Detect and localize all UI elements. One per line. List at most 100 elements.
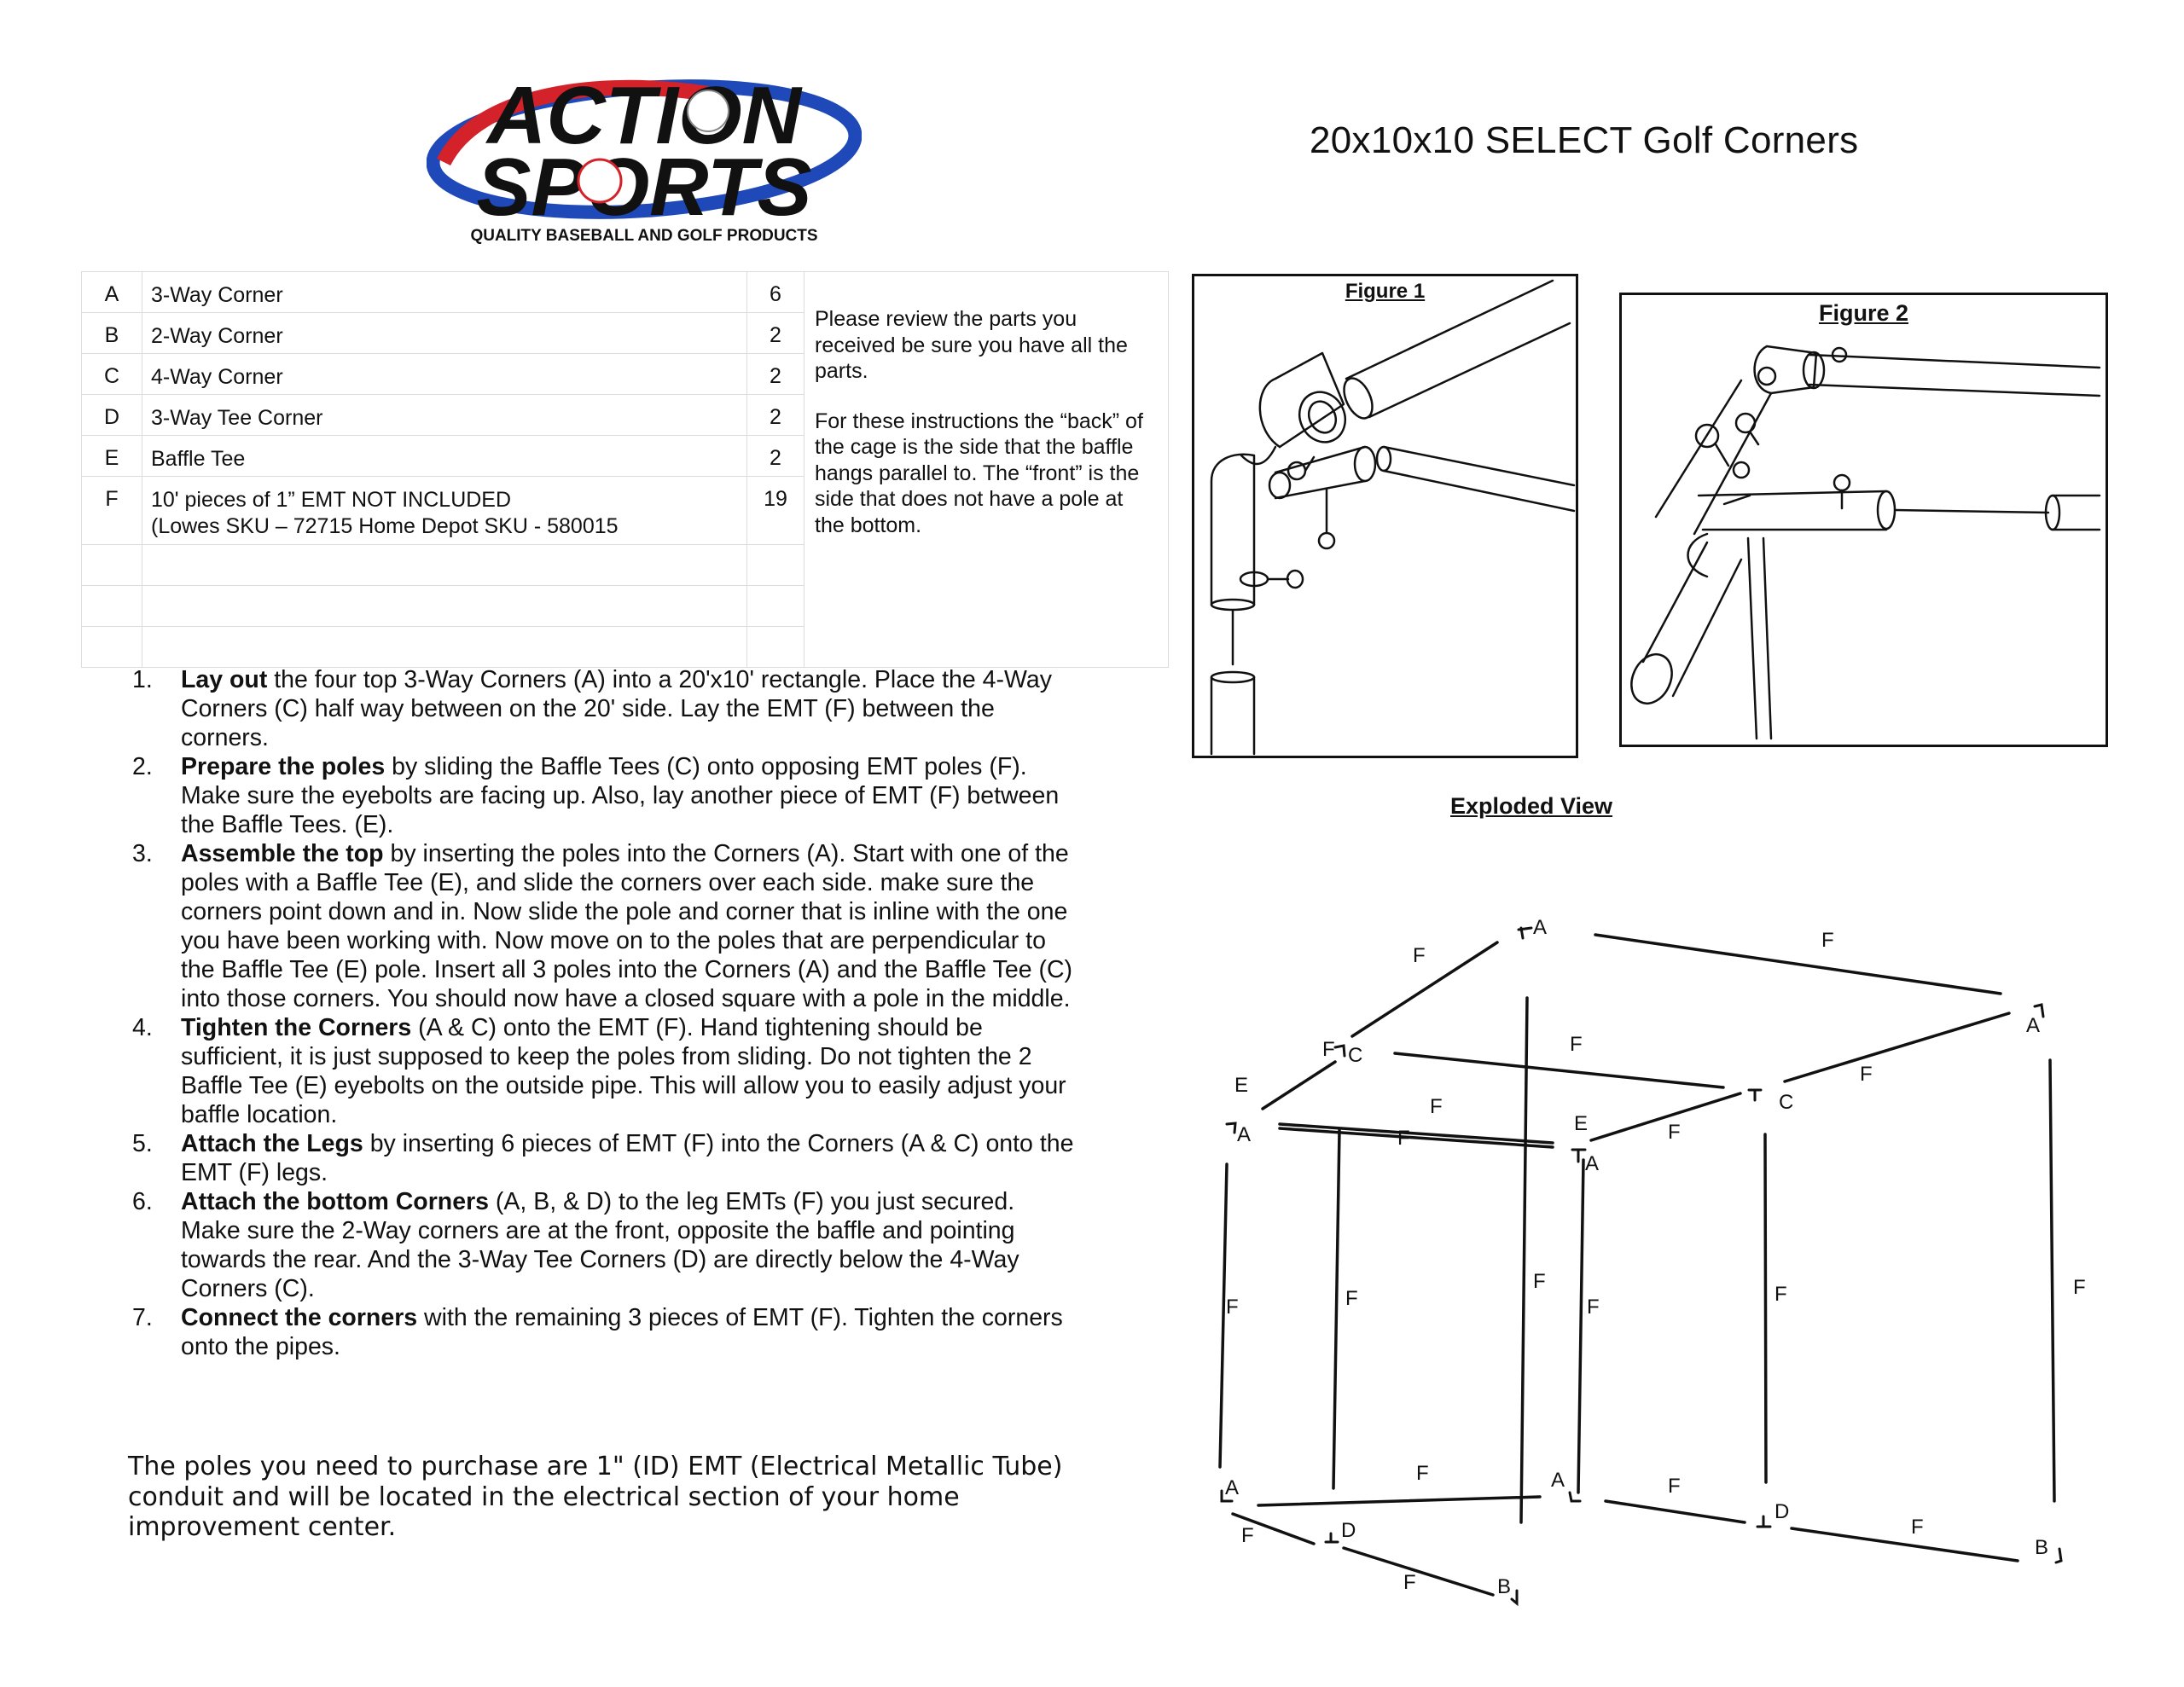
baseball-icon bbox=[577, 158, 623, 204]
figure-1-title: Figure 1 bbox=[1345, 280, 1426, 303]
logo-line1: ACTION bbox=[485, 70, 803, 161]
action-sports-logo: ACTION SPORTS QUALITY BASEBALL AND GOLF … bbox=[426, 68, 863, 247]
step-text: (A, B, & D) to the leg EMTs (F) you just… bbox=[181, 1188, 1019, 1302]
label-a: A bbox=[1237, 1123, 1251, 1146]
label-f: F bbox=[1413, 944, 1426, 967]
step-number: 3. bbox=[132, 840, 153, 867]
step-text: by inserting the poles into the Corners … bbox=[181, 840, 1073, 1012]
figure-2: Figure 2 bbox=[1619, 293, 2108, 747]
step-lead: Prepare the poles bbox=[181, 753, 386, 780]
svg-text:F: F bbox=[1416, 1462, 1429, 1485]
step-number: 7. bbox=[132, 1304, 153, 1331]
parts-row: D 3-Way Tee Corner 2 bbox=[81, 394, 1169, 436]
part-letter: E bbox=[81, 435, 142, 477]
svg-text:F: F bbox=[1860, 1063, 1873, 1086]
svg-text:F: F bbox=[1668, 1475, 1681, 1498]
svg-text:F: F bbox=[1668, 1121, 1681, 1144]
assembly-steps: 1. Lay out the four top 3-Way Corners (A)… bbox=[119, 665, 1075, 1361]
step-text: the four top 3-Way Corners (A) into a 20… bbox=[181, 666, 1052, 751]
step-text: by inserting 6 pieces of EMT (F) into th… bbox=[181, 1130, 1074, 1186]
exploded-view-title: Exploded View bbox=[1450, 793, 1613, 819]
step-number: 4. bbox=[132, 1014, 153, 1041]
step-item: 4. Tighten the Corners (A & C) onto the E… bbox=[119, 1013, 1075, 1129]
step-item: 1. Lay out the four top 3-Way Corners (A)… bbox=[119, 665, 1075, 752]
label-d: D bbox=[1774, 1500, 1789, 1523]
part-name: 2-Way Corner bbox=[142, 312, 747, 354]
parts-row-empty bbox=[81, 544, 1169, 586]
svg-text:F: F bbox=[1430, 1095, 1443, 1118]
label-a: A bbox=[2026, 1014, 2040, 1037]
part-qty: 2 bbox=[746, 312, 804, 354]
pole-f-labels: F F F F F F F F F F F F F F F F F F bbox=[1226, 929, 2086, 1594]
part-letter: A bbox=[81, 271, 142, 313]
part-qty: 2 bbox=[746, 394, 804, 436]
step-number: 1. bbox=[132, 666, 153, 693]
svg-text:F: F bbox=[1911, 1516, 1924, 1539]
label-e: E bbox=[1574, 1112, 1588, 1135]
label-e: E bbox=[1234, 1074, 1248, 1097]
svg-text:F: F bbox=[1397, 1127, 1410, 1150]
step-item: 6. Attach the bottom Corners (A, B, & D) … bbox=[119, 1187, 1075, 1303]
step-text: with the remaining 3 pieces of EMT (F). … bbox=[181, 1304, 1063, 1360]
figure-2-drawing bbox=[1630, 345, 2101, 740]
step-lead: Attach the bottom Corners bbox=[181, 1188, 490, 1215]
document-title: 20x10x10 SELECT Golf Corners bbox=[1310, 119, 1859, 161]
part-name: 3-Way Corner bbox=[142, 271, 747, 313]
emt-purchase-note: The poles you need to purchase are 1" (I… bbox=[128, 1452, 1063, 1542]
emt-poles bbox=[1218, 933, 2056, 1597]
part-name: 10' pieces of 1” EMT NOT INCLUDED (Lowes… bbox=[142, 476, 747, 545]
part-qty: 2 bbox=[746, 353, 804, 395]
label-d: D bbox=[1341, 1519, 1356, 1542]
part-letter: D bbox=[81, 394, 142, 436]
label-a: A bbox=[1551, 1469, 1565, 1492]
part-letter: B bbox=[81, 312, 142, 354]
part-name: Baffle Tee bbox=[142, 435, 747, 477]
part-qty: 19 bbox=[746, 476, 804, 545]
part-name-line2: (Lowes SKU – 72715 Home Depot SKU - 5800… bbox=[151, 514, 619, 538]
step-item: 5.Attach the Legs by inserting 6 pieces … bbox=[119, 1129, 1075, 1187]
svg-text:F: F bbox=[1322, 1038, 1335, 1061]
label-a: A bbox=[1225, 1476, 1239, 1499]
parts-row: F 10' pieces of 1” EMT NOT INCLUDED (Low… bbox=[81, 476, 1169, 545]
svg-text:F: F bbox=[1226, 1296, 1239, 1319]
svg-text:F: F bbox=[1570, 1033, 1583, 1056]
step-lead: Attach the Legs bbox=[181, 1130, 363, 1157]
part-name-line1: 10' pieces of 1” EMT NOT INCLUDED bbox=[151, 488, 512, 512]
svg-text:F: F bbox=[1345, 1287, 1358, 1310]
exploded-labels: A A A A A A B B C C D D E E F bbox=[1225, 916, 2048, 1598]
review-note: Please review the parts you received be … bbox=[815, 307, 1128, 383]
figure-1: Figure 1 bbox=[1192, 274, 1578, 758]
svg-text:F: F bbox=[1241, 1524, 1254, 1547]
svg-text:F: F bbox=[1774, 1283, 1787, 1306]
part-qty: 2 bbox=[746, 435, 804, 477]
logo-tagline: QUALITY BASEBALL AND GOLF PRODUCTS bbox=[470, 227, 817, 245]
figure-2-title: Figure 2 bbox=[1818, 300, 1909, 326]
part-name: 4-Way Corner bbox=[142, 353, 747, 395]
label-a: A bbox=[1533, 916, 1547, 939]
part-qty: 6 bbox=[746, 271, 804, 313]
label-a: A bbox=[1585, 1152, 1599, 1175]
figure-1-drawing bbox=[1210, 279, 1576, 756]
part-name: 3-Way Tee Corner bbox=[142, 394, 747, 436]
svg-text:F: F bbox=[1587, 1296, 1600, 1319]
logo-line2: SPORTS bbox=[477, 142, 812, 233]
step-lead: Lay out bbox=[181, 666, 268, 693]
exploded-view-diagram: A A A A A A B B C C D D E E F F F F F F … bbox=[1218, 916, 2086, 1607]
step-item: 7. Connect the corners with the remaining… bbox=[119, 1303, 1075, 1361]
svg-text:F: F bbox=[1403, 1571, 1416, 1594]
step-text: (A & C) onto the EMT (F). Hand tightenin… bbox=[181, 1014, 1066, 1128]
parts-row: A 3-Way Corner 6 Please review the parts… bbox=[81, 271, 1169, 668]
step-text: by sliding the Baffle Tees (C) onto oppo… bbox=[181, 753, 1060, 838]
step-lead: Connect the corners bbox=[181, 1304, 418, 1331]
svg-text:F: F bbox=[1533, 1270, 1546, 1293]
step-lead: Assemble the top bbox=[181, 840, 384, 867]
step-lead: Tighten the Corners bbox=[181, 1014, 412, 1041]
label-c: C bbox=[1779, 1091, 1793, 1114]
label-b: B bbox=[1497, 1575, 1511, 1598]
corner-fittings bbox=[1220, 926, 2063, 1607]
parts-row-empty bbox=[81, 626, 1169, 668]
parts-row: E Baffle Tee 2 bbox=[81, 435, 1169, 477]
step-number: 6. bbox=[132, 1188, 153, 1215]
step-number: 2. bbox=[132, 753, 153, 780]
part-letter: C bbox=[81, 353, 142, 395]
